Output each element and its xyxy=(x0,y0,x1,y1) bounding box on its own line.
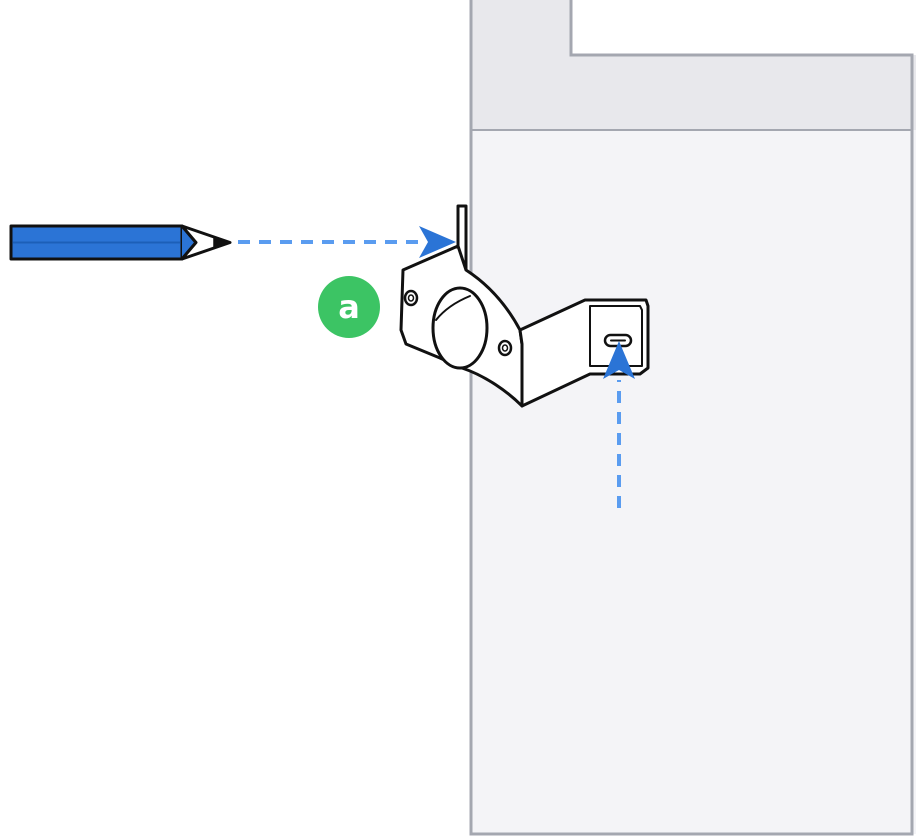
bracket-screw-hole-left-inner xyxy=(407,294,415,302)
bracket-offset-arm xyxy=(518,298,650,408)
mounting-bracket-icon xyxy=(399,204,650,408)
cabinet-top-section xyxy=(471,0,916,130)
bracket-large-hole xyxy=(431,286,489,370)
arrow-up-head xyxy=(603,341,635,379)
bracket-screw-hole-left xyxy=(403,289,419,307)
step-marker-label: a xyxy=(338,288,360,326)
pencil-icon xyxy=(9,224,232,261)
cabinet-outline xyxy=(469,0,914,836)
cabinet-front-face xyxy=(471,130,916,834)
pencil-lead xyxy=(213,236,231,249)
bracket-slot-plate xyxy=(589,305,643,367)
dashed-arrow-right xyxy=(238,226,456,258)
bracket-screw-hole-right xyxy=(497,339,513,357)
cabinet-panel xyxy=(469,0,916,836)
arrow-right-head xyxy=(419,226,456,258)
bracket-screw-hole-right-inner xyxy=(501,344,509,352)
bracket-hole-inner-edge xyxy=(435,295,471,321)
step-marker: a xyxy=(318,276,380,338)
dashed-arrow-up xyxy=(603,341,635,508)
step-marker-circle xyxy=(318,276,380,338)
